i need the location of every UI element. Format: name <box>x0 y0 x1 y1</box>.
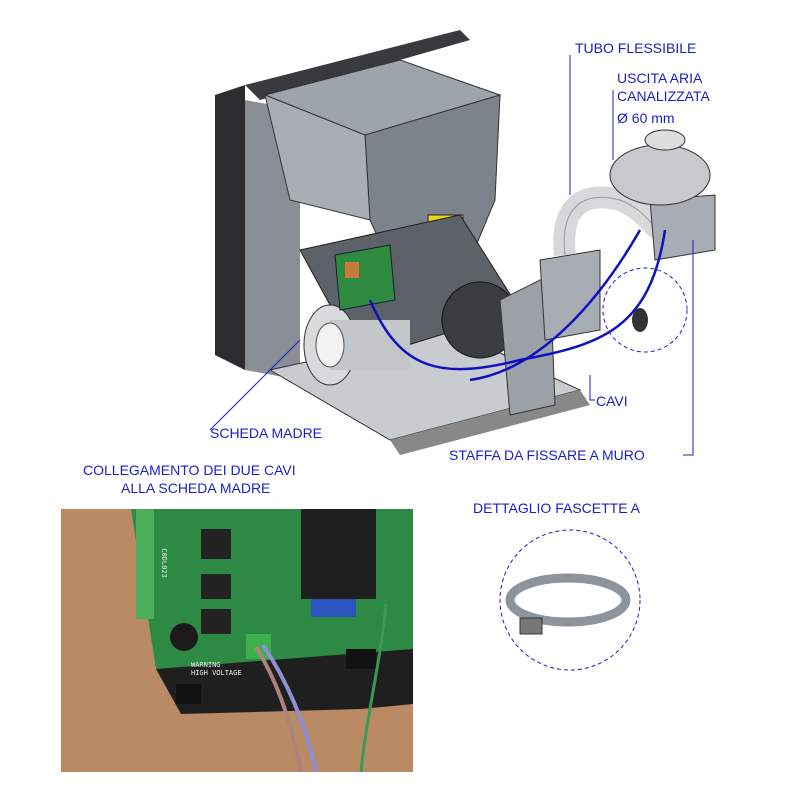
label-collegamento-1: COLLEGAMENTO DEI DUE CAVI <box>83 462 296 478</box>
cable-brown <box>254 645 303 772</box>
label-cavi: CAVI <box>596 393 628 409</box>
cables <box>368 229 667 382</box>
motherboard <box>334 244 396 311</box>
blower <box>609 144 711 206</box>
wall-bracket <box>499 274 556 416</box>
label-tubo-flessibile: TUBO FLESSIBILE <box>575 40 697 56</box>
clamp-detail-circle <box>499 529 641 671</box>
label-uscita-aria: USCITA ARIA <box>617 70 703 86</box>
label-staffa: STAFFA DA FISSARE A MURO <box>449 447 645 463</box>
label-collegamento-2: ALLA SCHEDA MADRE <box>121 480 271 496</box>
cable-purple <box>261 643 318 772</box>
hose-clamp <box>505 573 631 627</box>
motherboard-photo: C0DL023 WARNING HIGH VOLTAGE <box>61 509 413 772</box>
label-scheda-madre: SCHEDA MADRE <box>210 425 323 441</box>
back-frame <box>215 85 245 370</box>
label-dettaglio-fascette: DETTAGLIO FASCETTE A <box>473 500 640 516</box>
cable-green <box>359 603 388 772</box>
board-code: C0DL023 <box>159 548 168 578</box>
warning-text: WARNING <box>191 661 221 669</box>
flexible-tube <box>553 186 666 257</box>
label-diametro: Ø 60 mm <box>617 110 675 126</box>
label-canalizzata: CANALIZZATA <box>617 88 710 104</box>
detail-circle <box>602 267 688 353</box>
high-voltage-text: HIGH VOLTAGE <box>191 669 242 677</box>
